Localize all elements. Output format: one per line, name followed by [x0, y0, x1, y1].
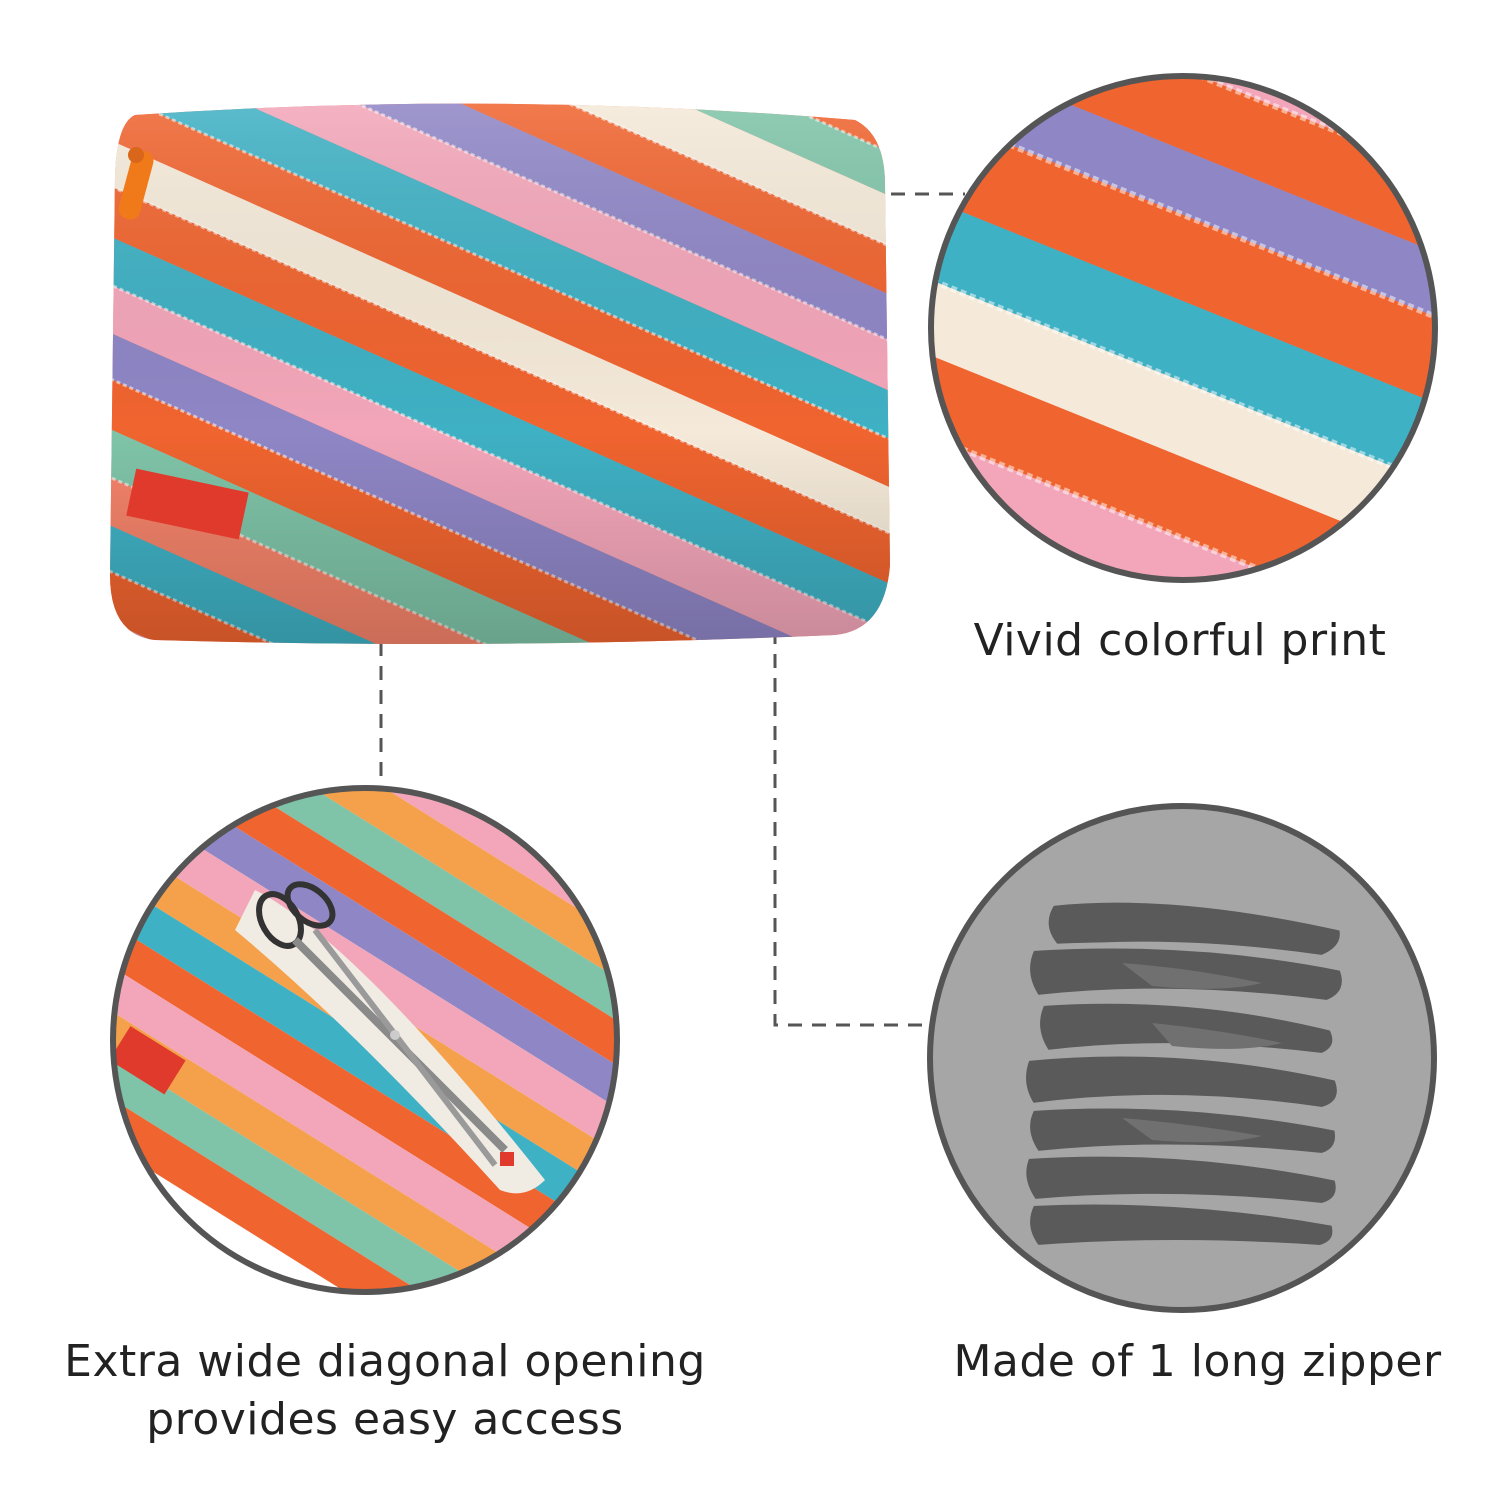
fabric-closeup-photo	[928, 73, 1438, 583]
leader-line-zipper	[773, 630, 930, 1027]
feature-caption-zipper: Made of 1 long zipper	[953, 1336, 1442, 1387]
zipper-pull-icon	[118, 147, 154, 220]
zipper-pouch-photo	[110, 103, 890, 645]
zipper-coil-icon	[927, 803, 1437, 1313]
open-pouch-photo	[110, 785, 620, 1295]
feature-caption-opening: Extra wide diagonal opening provides eas…	[40, 1333, 730, 1449]
feature-caption-print: Vivid colorful print	[973, 615, 1387, 666]
label-tab	[113, 1026, 186, 1095]
label-tab	[126, 468, 249, 540]
feature-caption-opening-line1: Extra wide diagonal opening	[64, 1336, 706, 1387]
scissors-icon	[256, 881, 508, 1167]
feature-caption-opening-line2: provides easy access	[146, 1394, 624, 1445]
